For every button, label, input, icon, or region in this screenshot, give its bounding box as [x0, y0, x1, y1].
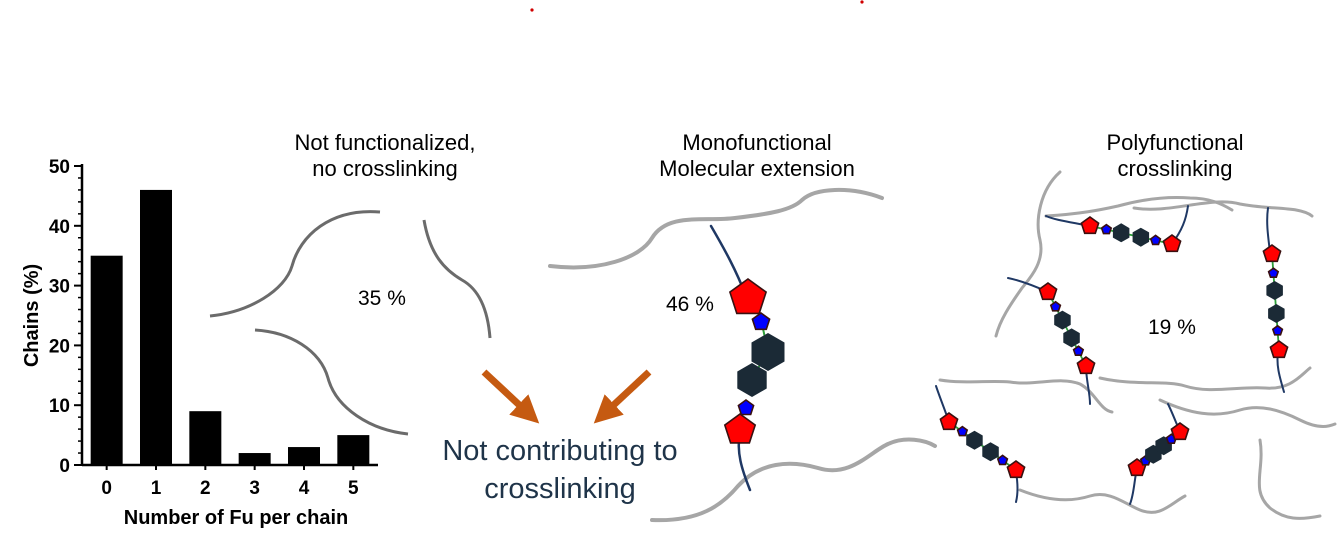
hexagon-icon [737, 363, 767, 397]
arrow-icon [593, 369, 652, 424]
panel-title-polyfunctional: Polyfunctional crosslinking [1060, 130, 1290, 182]
bar [90, 255, 123, 465]
y-tick-label: 50 [49, 157, 70, 178]
polyfunctional-network [935, 170, 1337, 520]
pentagon-icon [1170, 422, 1190, 441]
polymer-chain [994, 170, 1062, 338]
percent-monofunctional: 46 % [666, 293, 714, 316]
pentagon-icon [1162, 234, 1182, 253]
pentagon-icon [1038, 282, 1058, 301]
x-tick-label: 2 [200, 478, 211, 499]
title-line: Polyfunctional [1106, 130, 1244, 155]
small-pentagon-icon [1072, 345, 1085, 357]
pentagon-icon [1076, 356, 1096, 375]
hexagon-icon [982, 442, 999, 462]
polymer-chain [938, 378, 1114, 414]
polymer-chain [1257, 438, 1322, 520]
y-tick-label: 30 [49, 277, 70, 298]
polymer-chain [1266, 207, 1271, 253]
note-not-contributing: Not contributing to crosslinking [420, 432, 700, 508]
bar [337, 435, 370, 465]
hexagon-icon [1054, 310, 1071, 330]
title-line: crosslinking [1117, 156, 1233, 181]
unfunctionalized-chains [209, 210, 492, 436]
stray-dot [530, 8, 534, 12]
y-axis-label: Chains (%) [21, 264, 43, 367]
polymer-chain [422, 219, 492, 339]
note-line: Not contributing to [442, 435, 678, 467]
polymer-chain [254, 328, 409, 436]
small-pentagon-icon [1100, 223, 1113, 235]
polymer-chain [650, 437, 937, 523]
percent-polyfunctional: 19 % [1148, 316, 1196, 339]
y-tick-label: 40 [49, 217, 70, 238]
x-tick-label: 1 [151, 478, 162, 499]
bar [189, 411, 222, 465]
small-pentagon-icon [737, 399, 755, 416]
hexagon-icon [1268, 304, 1285, 323]
polymer-chain [548, 188, 884, 270]
polymer-chain [1132, 200, 1314, 218]
hexagon-icon [1063, 328, 1080, 348]
y-tick-label: 20 [49, 336, 70, 357]
hexagon-icon [1132, 227, 1150, 247]
pentagon-icon [1080, 216, 1100, 235]
title-line: no crosslinking [312, 156, 458, 181]
pentagon-icon [723, 413, 757, 444]
polymer-chain [209, 210, 381, 318]
pentagon-icon [1262, 244, 1282, 263]
pentagon-icon [1269, 340, 1289, 359]
hexagon-icon [966, 430, 983, 450]
hexagon-icon [1266, 281, 1283, 300]
arrow-icon [481, 369, 540, 424]
x-tick-label: 3 [249, 478, 260, 499]
small-pentagon-icon [1149, 234, 1162, 246]
polymer-chain [1044, 196, 1234, 218]
title-line: Not functionalized, [294, 130, 476, 155]
small-pentagon-icon [996, 454, 1009, 466]
polymer-chain [1018, 488, 1187, 514]
pentagon-icon [1006, 460, 1026, 479]
x-axis-label: Number of Fu per chain [124, 507, 348, 529]
small-pentagon-icon [1271, 324, 1284, 336]
pentagon-icon [728, 278, 768, 315]
x-tick-label: 0 [101, 478, 112, 499]
title-line: Molecular extension [659, 156, 855, 181]
y-tick-label: 0 [59, 456, 70, 477]
hexagon-icon [1112, 223, 1130, 243]
small-pentagon-icon [1049, 300, 1062, 312]
bar [288, 447, 320, 465]
percent-not-functionalized: 35 % [358, 287, 406, 310]
x-tick-label: 4 [299, 478, 310, 499]
stray-dot [860, 0, 864, 4]
title-line: Monofunctional [682, 130, 832, 155]
panel-title-not-functionalized: Not functionalized, no crosslinking [260, 130, 510, 182]
pentagon-icon [939, 412, 959, 431]
monofunctional-network [548, 188, 937, 523]
panel-title-monofunctional: Monofunctional Molecular extension [624, 130, 890, 182]
bar [238, 453, 271, 465]
small-pentagon-icon [1267, 267, 1280, 279]
x-tick-label: 5 [348, 478, 359, 499]
bar [140, 189, 172, 466]
hexagon-icon [751, 333, 785, 371]
y-tick-label: 10 [49, 396, 70, 417]
small-pentagon-icon [956, 425, 969, 437]
note-line: crosslinking [484, 473, 636, 505]
polymer-chain [1098, 366, 1312, 392]
polymer-chain [1158, 398, 1337, 428]
small-pentagon-icon [751, 312, 771, 331]
